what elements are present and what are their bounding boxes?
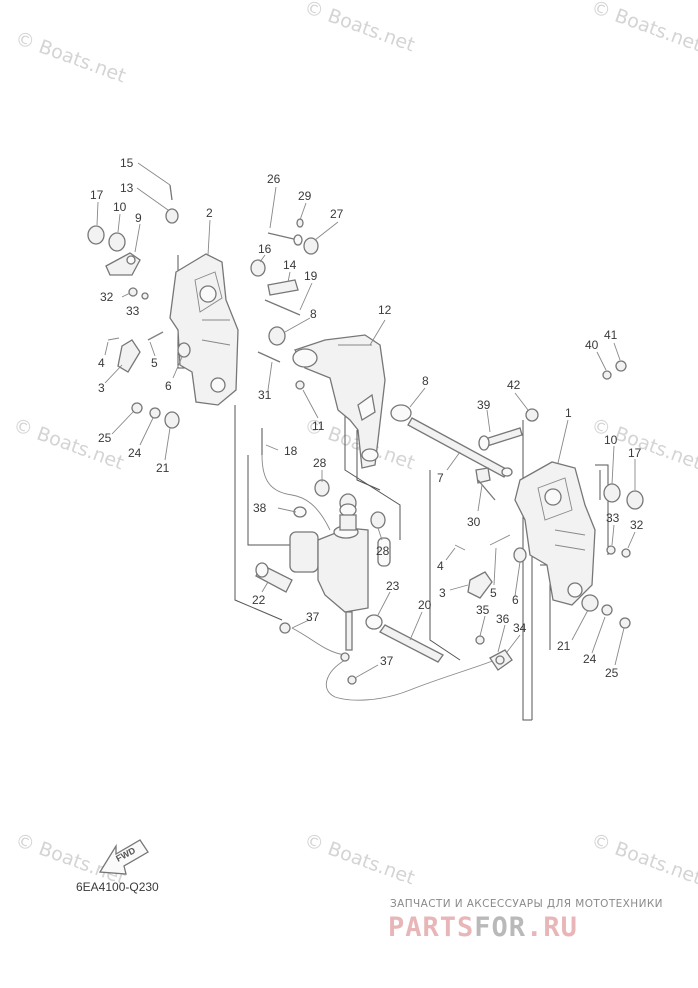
callout: 33 [606, 511, 620, 525]
watermark: © Boats.net [12, 27, 128, 87]
callout: 12 [378, 303, 392, 317]
callout: 26 [267, 172, 281, 186]
callout: 17 [628, 446, 642, 460]
leader-lines [96, 162, 636, 679]
callout: 20 [418, 598, 432, 612]
brand-part-for: FOR [474, 912, 526, 943]
callout: 19 [304, 269, 318, 283]
callout-labels: 15 13 17 10 9 2 32 33 4 5 3 6 25 24 21 2… [90, 156, 644, 680]
callout: 23 [386, 579, 400, 593]
callout: 6 [165, 379, 172, 393]
callout: 32 [100, 290, 114, 304]
callout: 15 [120, 156, 134, 170]
callout: 7 [437, 471, 444, 485]
watermark: © Boats.net [588, 0, 698, 56]
cables [261, 454, 496, 701]
brand-wordmark: PARTSFOR.RU [388, 912, 578, 943]
callout: 30 [467, 515, 481, 529]
callout: 3 [98, 381, 105, 395]
watermark: © Boats.net [301, 0, 417, 56]
callout: 22 [252, 593, 266, 607]
callout: 2 [206, 206, 213, 220]
callout: 27 [330, 207, 344, 221]
brand-logo: ЗАПЧАСТИ И АКСЕССУАРЫ ДЛЯ МОТОТЕХНИКИ PA… [388, 898, 663, 943]
trim-cylinder [255, 503, 391, 651]
callout: 9 [135, 211, 142, 225]
watermark: © Boats.net [588, 829, 698, 889]
middle-small-parts [250, 218, 386, 529]
callout: 10 [113, 200, 127, 214]
callout: 41 [604, 328, 618, 342]
callout: 36 [496, 612, 510, 626]
callout: 5 [151, 356, 158, 370]
callout: 31 [258, 388, 272, 402]
swivel-bracket [292, 334, 386, 469]
callout: 24 [583, 652, 597, 666]
brand-part-parts: PARTS [388, 912, 474, 943]
callout: 29 [298, 189, 312, 203]
callout: 13 [120, 181, 134, 195]
callout: 14 [283, 258, 297, 272]
callout: 8 [422, 374, 429, 388]
callout: 1 [565, 406, 572, 420]
tilt-shaft [390, 404, 513, 478]
watermarks: © Boats.net © Boats.net © Boats.net © Bo… [10, 0, 698, 889]
fwd-arrow-icon [98, 839, 149, 875]
brand-subtitle: ЗАПЧАСТИ И АКСЕССУАРЫ ДЛЯ МОТОТЕХНИКИ [390, 898, 663, 910]
callout: 42 [507, 378, 521, 392]
left-small-parts [87, 184, 191, 429]
diagram-code: 6EA4100-Q230 [76, 880, 159, 894]
callout: 37 [306, 610, 320, 624]
left-clamp-bracket [169, 253, 239, 406]
callout: 6 [512, 593, 519, 607]
callout: 34 [513, 621, 527, 635]
callout: 38 [253, 501, 267, 515]
callout: 40 [585, 338, 599, 352]
lower-shaft [365, 614, 444, 663]
callout: 10 [604, 433, 618, 447]
callout: 39 [477, 398, 491, 412]
watermark: © Boats.net [301, 829, 417, 889]
callout: 28 [376, 544, 390, 558]
callout: 18 [284, 444, 298, 458]
callout: 21 [156, 461, 170, 475]
callout: 35 [476, 603, 490, 617]
brand-part-ru: .RU [526, 912, 578, 943]
callout: 33 [126, 304, 140, 318]
callout: 5 [490, 586, 497, 600]
callout: 24 [128, 446, 142, 460]
callout: 8 [310, 307, 317, 321]
callout: 16 [258, 242, 272, 256]
callout: 3 [439, 586, 446, 600]
callout: 32 [630, 518, 644, 532]
callout: 4 [98, 356, 105, 370]
right-clamp-bracket [514, 461, 596, 606]
callout: 25 [98, 431, 112, 445]
callout: 11 [312, 419, 325, 433]
callout: 28 [313, 456, 327, 470]
callout: 37 [380, 654, 394, 668]
callout: 25 [605, 666, 619, 680]
callout: 21 [557, 639, 571, 653]
callout: 4 [437, 559, 444, 573]
callout: 17 [90, 188, 104, 202]
right-small-parts [454, 360, 644, 671]
fwd-indicator: FWD [98, 839, 149, 875]
